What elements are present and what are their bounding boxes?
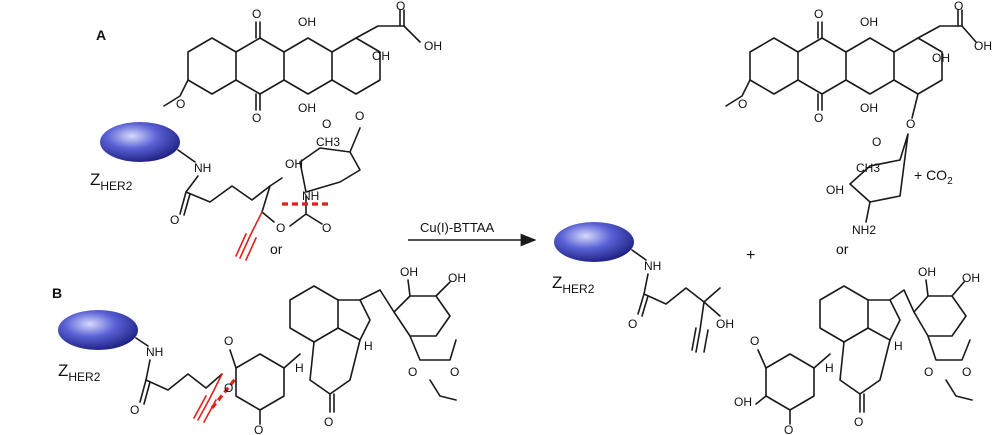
dox-ketone-o: O	[954, 0, 963, 13]
dox-sugar-oh: OH	[826, 183, 844, 197]
phenol-oh-top-a: OH	[298, 15, 316, 29]
linker-o-a: O	[170, 213, 179, 227]
dox-tert-oh: OH	[932, 51, 950, 65]
released-doxorubicin: O O OH OH O O OH OH O O CH3 OH NH2	[725, 0, 992, 237]
linker-o-b: O	[130, 403, 139, 417]
h-1-b: H	[295, 361, 304, 375]
protein-ellipse-b	[58, 310, 138, 350]
dox-glyco-o: O	[906, 117, 915, 131]
protein-ellipse-a	[100, 122, 180, 162]
sugar-ch3-a: CH3	[316, 135, 340, 149]
protein-label-a: ZHER2	[90, 170, 133, 193]
acetal-o1-b: O	[408, 365, 417, 379]
sugar-o-a: O	[322, 117, 331, 131]
methoxy-o1-b: O	[224, 334, 233, 348]
product-o: O	[628, 317, 637, 331]
co2-label: + CO2	[914, 167, 953, 187]
prodrug-b: ZHER2 NH O O O O O H H OH OH O O	[58, 265, 466, 435]
prodrug-a: ZHER2 NH O O O NH OH CH3 O O O O OH OH	[90, 0, 442, 261]
phenol-oh-bot-a: OH	[298, 101, 316, 115]
protein-label-b: ZHER2	[58, 361, 101, 384]
dox-side-oh: OH	[974, 39, 992, 53]
eto-lactone-o: O	[854, 415, 863, 429]
protein-ellipse-product	[554, 222, 634, 262]
eto-h-1: H	[825, 361, 834, 375]
glyco-o-a: O	[355, 109, 364, 123]
or-right: or	[836, 241, 849, 257]
eto-methoxy-o2: O	[784, 423, 793, 435]
lactone-o-b: O	[324, 415, 333, 429]
sugar-oh2-b: OH	[448, 271, 466, 285]
quinone-o-bot-a: O	[252, 111, 261, 125]
h-2-b: H	[364, 339, 373, 353]
linker-nh-a: NH	[194, 161, 211, 175]
tert-oh-a: OH	[372, 49, 390, 63]
dox-oh-top: OH	[860, 15, 878, 29]
dox-o-top: O	[814, 7, 823, 21]
dox-methoxy-o: O	[738, 97, 747, 111]
dox-oh-bot: OH	[860, 101, 878, 115]
quinone-o-top-a: O	[252, 7, 261, 21]
plus-sign: +	[746, 247, 755, 264]
eto-acetal-o2: O	[962, 365, 971, 379]
eto-sugar-oh1: OH	[918, 265, 936, 279]
protein-label-product: ZHER2	[552, 273, 595, 296]
eto-methoxy-o1: O	[750, 334, 759, 348]
side-oh-a: OH	[424, 39, 442, 53]
released-etoposide: O OH O O H H OH OH O O	[734, 265, 980, 435]
carbamate-o-a: O	[322, 221, 331, 235]
acetal-o2-b: O	[450, 365, 459, 379]
linker-o2-a: O	[276, 221, 285, 235]
linker-nh-b: NH	[146, 345, 163, 359]
methoxy-o-a: O	[176, 97, 185, 111]
eto-sugar-oh2: OH	[962, 271, 980, 285]
eto-h-2: H	[894, 339, 903, 353]
methoxy-o2-b: O	[254, 423, 263, 435]
or-left: or	[270, 241, 283, 257]
eto-phenol-oh: OH	[734, 395, 752, 409]
product-nh: NH	[644, 259, 661, 273]
dox-o-bot: O	[814, 111, 823, 125]
ketone-o-a: O	[396, 0, 405, 13]
catalyst-label: Cu(I)-BTTAA	[420, 220, 494, 235]
sugar-oh-a: OH	[285, 157, 303, 171]
panel-label-a: A	[96, 27, 106, 43]
product-protein: ZHER2 NH O OH	[552, 222, 734, 353]
dox-ring-o: O	[872, 135, 881, 149]
product-oh: OH	[716, 317, 734, 331]
dox-nh2: NH2	[852, 223, 876, 237]
sugar-oh1-b: OH	[400, 265, 418, 279]
dox-ch3: CH3	[856, 161, 880, 175]
ether-o-b: O	[224, 381, 233, 395]
panel-label-b: B	[52, 285, 62, 301]
eto-acetal-o1: O	[924, 365, 933, 379]
